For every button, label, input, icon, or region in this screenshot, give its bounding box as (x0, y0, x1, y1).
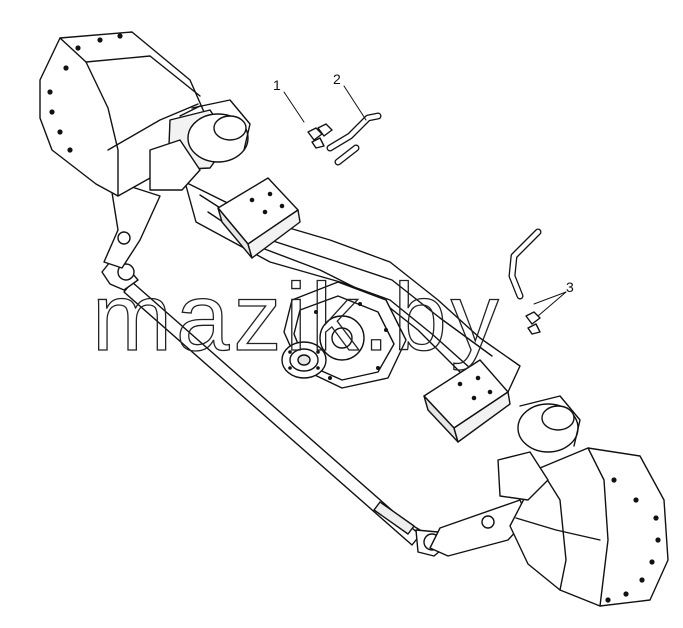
left-brake-chamber (179, 99, 251, 163)
watermark-text: mazik.by (92, 264, 503, 371)
left-wheel-hub (39, 31, 231, 197)
brake-hose-2 (326, 112, 382, 166)
callout-number-1: 1 (273, 77, 281, 93)
left-steering-arm (103, 179, 161, 269)
left-spring-pad (217, 177, 301, 259)
pinion-flange (281, 341, 327, 379)
right-spring-pad (423, 359, 511, 443)
fittings-3 (525, 311, 541, 335)
callout-number-3: 3 (566, 279, 574, 295)
tie-rod (101, 261, 447, 557)
callout-leaders (283, 85, 567, 317)
right-brake-chamber (497, 395, 581, 501)
fittings-1 (307, 123, 333, 149)
callout-number-2: 2 (333, 71, 341, 87)
right-steering-arm (429, 499, 529, 557)
brake-hose-3 (508, 228, 542, 300)
right-wheel-hub (509, 447, 669, 607)
